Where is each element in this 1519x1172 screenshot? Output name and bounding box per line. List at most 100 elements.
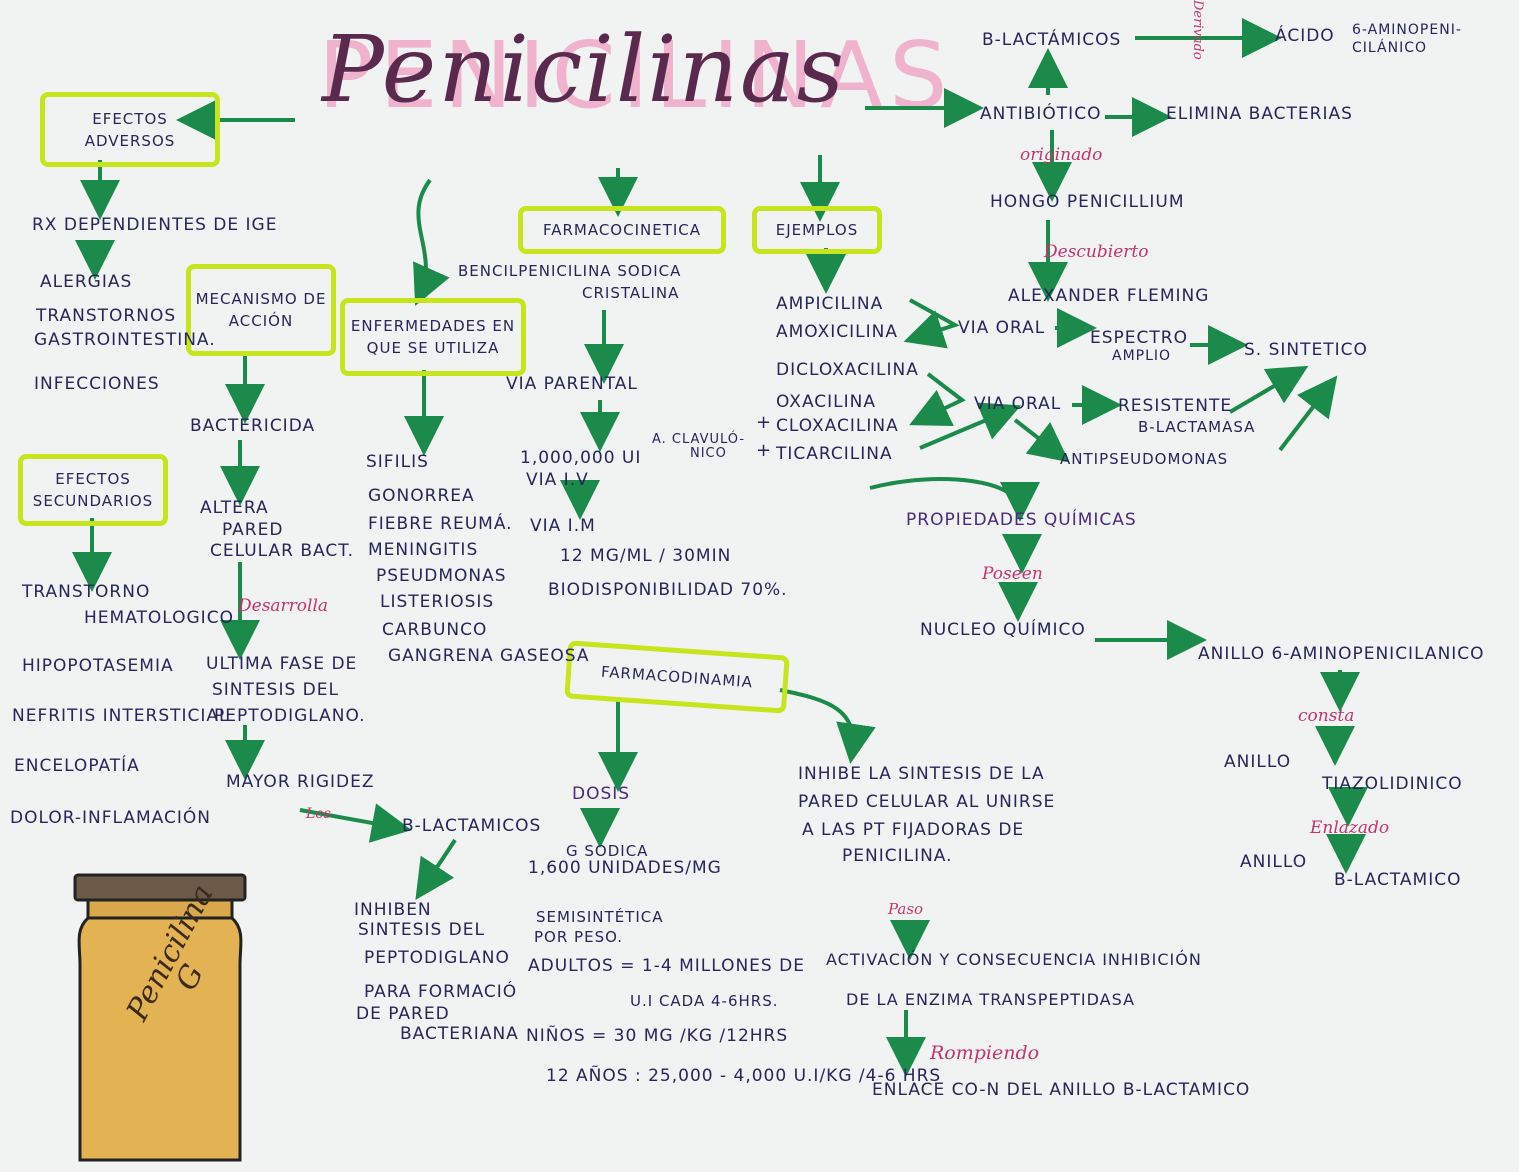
box-efectos-secundarios: Efectos secundarios	[18, 454, 168, 526]
inhiben-line-5: de pared	[356, 1004, 450, 1024]
ultima-line-1: Ultima fase de	[206, 654, 358, 674]
concentracion-label: 12 mg/mL / 30min	[560, 546, 732, 566]
doce-label: 12 años : 25,000 - 4,000 U.I/kg /4-6 hrs	[546, 1066, 942, 1086]
arrow-resistente-s	[1228, 365, 1309, 414]
resistente-line-2: β-Lactamasa	[1138, 418, 1256, 436]
ultima-line-2: sintesis del	[212, 680, 339, 700]
semi-line-1: Semisintética	[536, 908, 664, 926]
arrow-enfermedades	[413, 178, 450, 306]
gsodica-line-2: 1,600 unidades/mg	[528, 858, 722, 878]
enfermedad-1: Sifilis	[366, 452, 429, 472]
adultos-line-2: U.I cada 4-6hrs.	[630, 992, 779, 1010]
consta-label: consta	[1298, 706, 1355, 726]
inhibe-line-4: penicilina.	[842, 846, 953, 866]
box-enfermedades: Enfermedades en que se utiliza	[340, 298, 526, 376]
inhiben-line-2: sintesis del	[358, 920, 485, 940]
inhiben-line-3: peptodiglano	[364, 948, 510, 968]
enfermedad-4: Meningitis	[368, 540, 479, 560]
secundario-item-3: Hipopotasemia	[22, 656, 174, 676]
ninos-label: Niños = 30 mg /kg /12hrs	[526, 1026, 789, 1046]
dosis-label: Dosis	[572, 784, 631, 804]
desarrolla-label: Desarrolla	[238, 596, 329, 616]
arrow-diclo-via	[909, 372, 966, 427]
tiazol-line-2: Tiazolidinico	[1322, 774, 1463, 794]
ejemplo-oxacilina: Oxacilina	[776, 392, 876, 412]
derivado-label: Derivado	[1190, 0, 1205, 60]
arrow-ampi-via	[903, 298, 960, 349]
anillo6-label: Anillo 6-aminopenicilanico	[1198, 644, 1485, 664]
inhiben-line-1: Inhiben	[354, 900, 432, 920]
inhiben-line-6: bacteriana	[400, 1024, 519, 1044]
ejemplo-ampicilina: Ampicilina	[776, 294, 884, 314]
s-sintetico-label: S. sintetico	[1244, 340, 1368, 360]
arrow-ejemplos-propiedades	[869, 477, 1040, 522]
los-label: Los	[306, 806, 331, 822]
adverso-item-1: Alergias	[40, 272, 133, 292]
enfermedad-8: Gangrena gaseosa	[388, 646, 590, 666]
enlazado-label: Enlazado	[1310, 818, 1390, 838]
box-enfermedades-label: Enfermedades en que se utiliza	[350, 317, 516, 357]
biodisponibilidad-label: Biodisponibilidad 70%.	[548, 580, 788, 600]
gsodica-line-1: G sodica	[566, 842, 649, 860]
betalac-line-1: Anillo	[1240, 852, 1308, 872]
beta-lactamicos-top: β-Lactámicos	[982, 30, 1122, 50]
bactericida-label: Bactericida	[190, 416, 316, 436]
antibiotico-label: Antibiótico	[980, 104, 1102, 124]
ejemplo-cloxacilina: Cloxacilina	[776, 416, 899, 436]
box-efectos-adversos-label: Efectos adversos	[84, 109, 176, 150]
secundario-item-4: Nefritis intersticial	[12, 706, 230, 726]
adultos-line-1: Adultos = 1-4 millones de	[528, 956, 805, 976]
title-ghost: PENICILINAS	[318, 22, 954, 129]
via-parental-label: Via parental	[506, 374, 638, 394]
box-mecanismo-label: Mecanismo de acción	[195, 290, 327, 330]
acido-clav-line-1: A. clavuló-	[652, 432, 746, 447]
arrow-los-beta	[299, 803, 412, 843]
box-farmacocinetica-label: Farmacocinetica	[542, 221, 702, 239]
enfermedad-2: Gonorrea	[368, 486, 475, 506]
alexander-label: Alexander Fleming	[1008, 286, 1210, 306]
enfermedad-5: Pseudmonas	[376, 566, 507, 586]
secundario-item-2: hematologico	[84, 608, 234, 628]
espectro-line-2: amplio	[1112, 348, 1172, 364]
enfermedad-6: Listeriosis	[380, 592, 495, 612]
dosis1-line-2: via I.V	[526, 470, 589, 490]
semi-line-2: por peso.	[534, 928, 624, 946]
altera-line-3: celular bact.	[210, 541, 355, 561]
ejemplo-dicloxacilina: Dicloxacilina	[776, 360, 919, 380]
poseen-label: Poseen	[982, 564, 1043, 584]
acido-clav-line-2: nico	[690, 446, 727, 461]
nucleo-label: Nucleo químico	[920, 620, 1086, 640]
adverso-item-4: Infecciones	[34, 374, 160, 394]
arrow-via-antipseudo	[1013, 418, 1070, 463]
arrow-beta-inhiben	[415, 838, 457, 901]
beta-lactamicos-mid: β-Lactamicos	[402, 816, 542, 836]
paso-label: Paso	[888, 900, 924, 918]
rompiendo-label: Rompiendo	[930, 1042, 1040, 1064]
elimina-label: Elimina bacterias	[1166, 104, 1353, 124]
plus-1: +	[756, 412, 773, 433]
antipseudo-label: Antipseudomonas	[1060, 450, 1229, 468]
via-oral-1: Via oral	[958, 318, 1046, 338]
acido-label: Ácido	[1275, 26, 1335, 46]
via-im-label: Via I.M	[530, 516, 596, 536]
arrow-farmdin-inhibe	[779, 688, 876, 764]
page-title: Penicilinas	[322, 16, 847, 123]
box-mecanismo: Mecanismo de acción	[186, 264, 336, 356]
descubierto-label: Descubierto	[1044, 242, 1149, 262]
enfermedad-7: Carbunco	[382, 620, 488, 640]
enlace-label: Enlace CO-N del anillo β-Lactamico	[872, 1080, 1251, 1100]
secundario-item-6: Dolor-inflamación	[10, 808, 211, 828]
inhibe-line-2: pared celular al unirse	[798, 792, 1056, 812]
box-efectos-secundarios-label: Efectos secundarios	[32, 470, 154, 510]
box-ejemplos: Ejemplos	[752, 206, 882, 254]
box-farmacodinamia-label: Farmacodinamia	[600, 662, 754, 692]
activacion-line-1: Activación y consecuencia inhibición	[826, 950, 1202, 969]
box-farmacocinetica: Farmacocinetica	[518, 206, 726, 254]
resistente-line-1: Resistente	[1118, 396, 1233, 416]
hongo-label: Hongo Penicillium	[990, 192, 1185, 212]
ultima-line-3: peptodiglano.	[214, 706, 366, 726]
acido-6-label: 6-Aminopeni-	[1352, 22, 1462, 38]
betalac-line-2: β-Lactamico	[1334, 870, 1462, 890]
